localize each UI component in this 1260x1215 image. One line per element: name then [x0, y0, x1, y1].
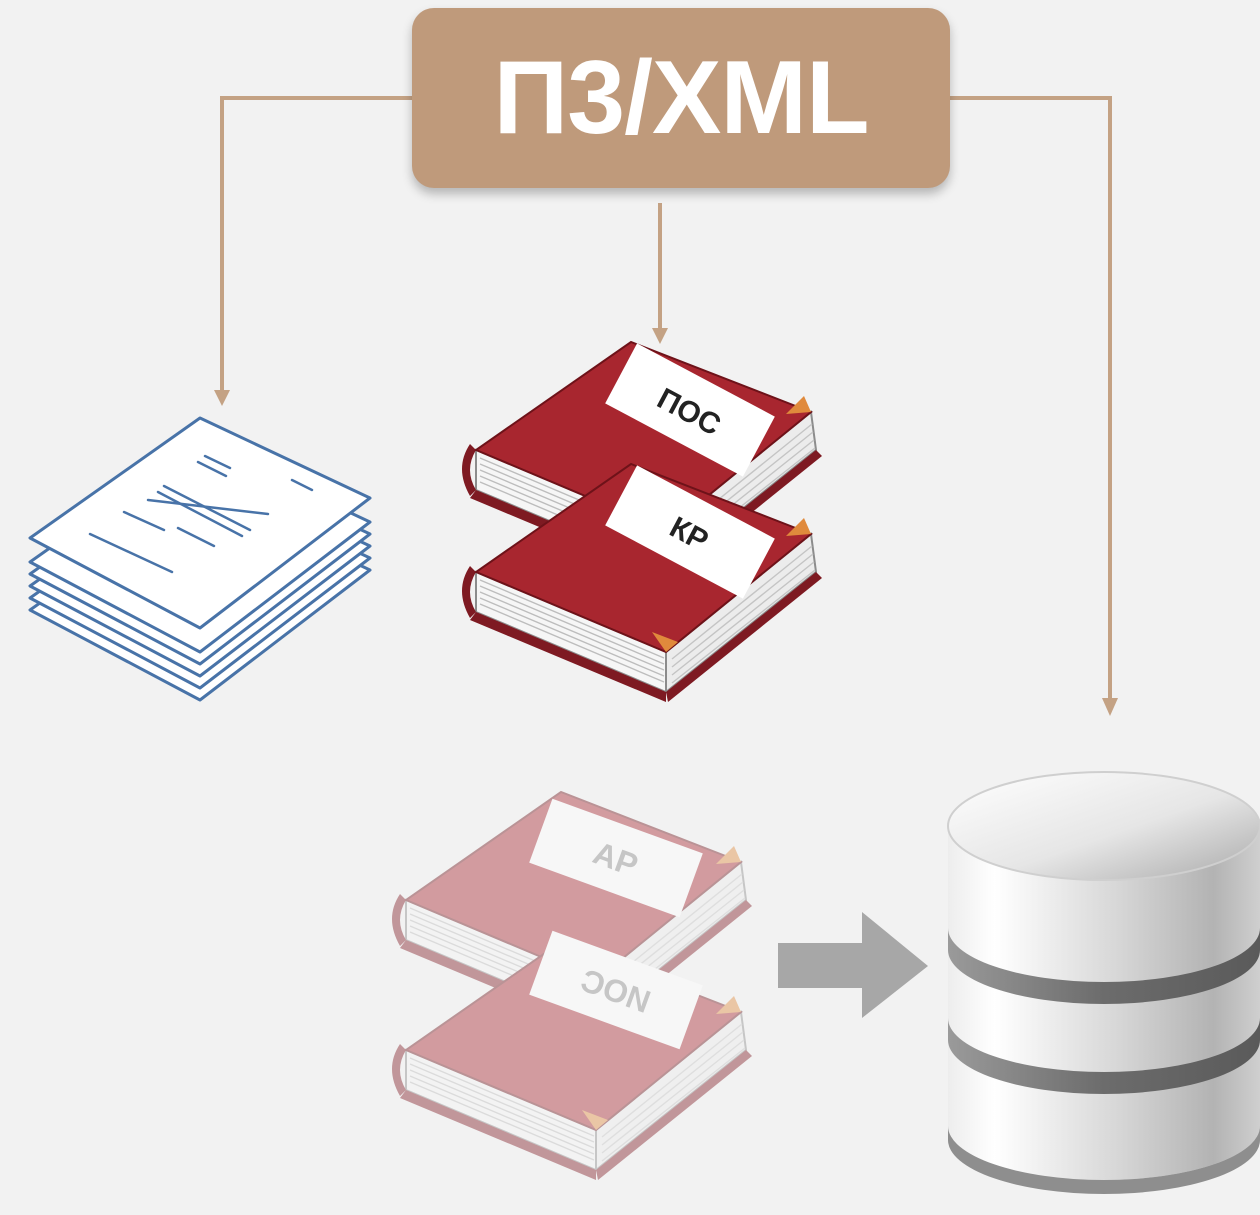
faded-books: АР ИОС: [391, 791, 753, 1181]
arrowheads: [214, 328, 1118, 716]
book-label-plate: [529, 798, 703, 918]
title-box: П3/XML: [412, 8, 950, 188]
connector-to-documents: [220, 96, 412, 392]
book-label-plate: [605, 343, 775, 477]
book-ar: АР: [391, 791, 753, 1031]
arrowhead-database: [1102, 698, 1118, 716]
title-text: П3/XML: [493, 40, 869, 156]
book-ios: ИОС: [391, 930, 753, 1181]
database-icon: [947, 771, 1260, 1194]
book-label-plate: [605, 465, 775, 599]
connectors: [220, 96, 1112, 700]
book-kr: КР: [461, 463, 823, 703]
book-pos: ПОС: [461, 341, 823, 581]
document-stack-icon: [28, 416, 372, 702]
book-label-plate: [529, 930, 703, 1050]
arrowhead-books: [652, 328, 668, 344]
arrowhead-documents: [214, 390, 230, 406]
connector-to-database: [950, 96, 1112, 700]
arrow-right-icon: [778, 912, 928, 1018]
